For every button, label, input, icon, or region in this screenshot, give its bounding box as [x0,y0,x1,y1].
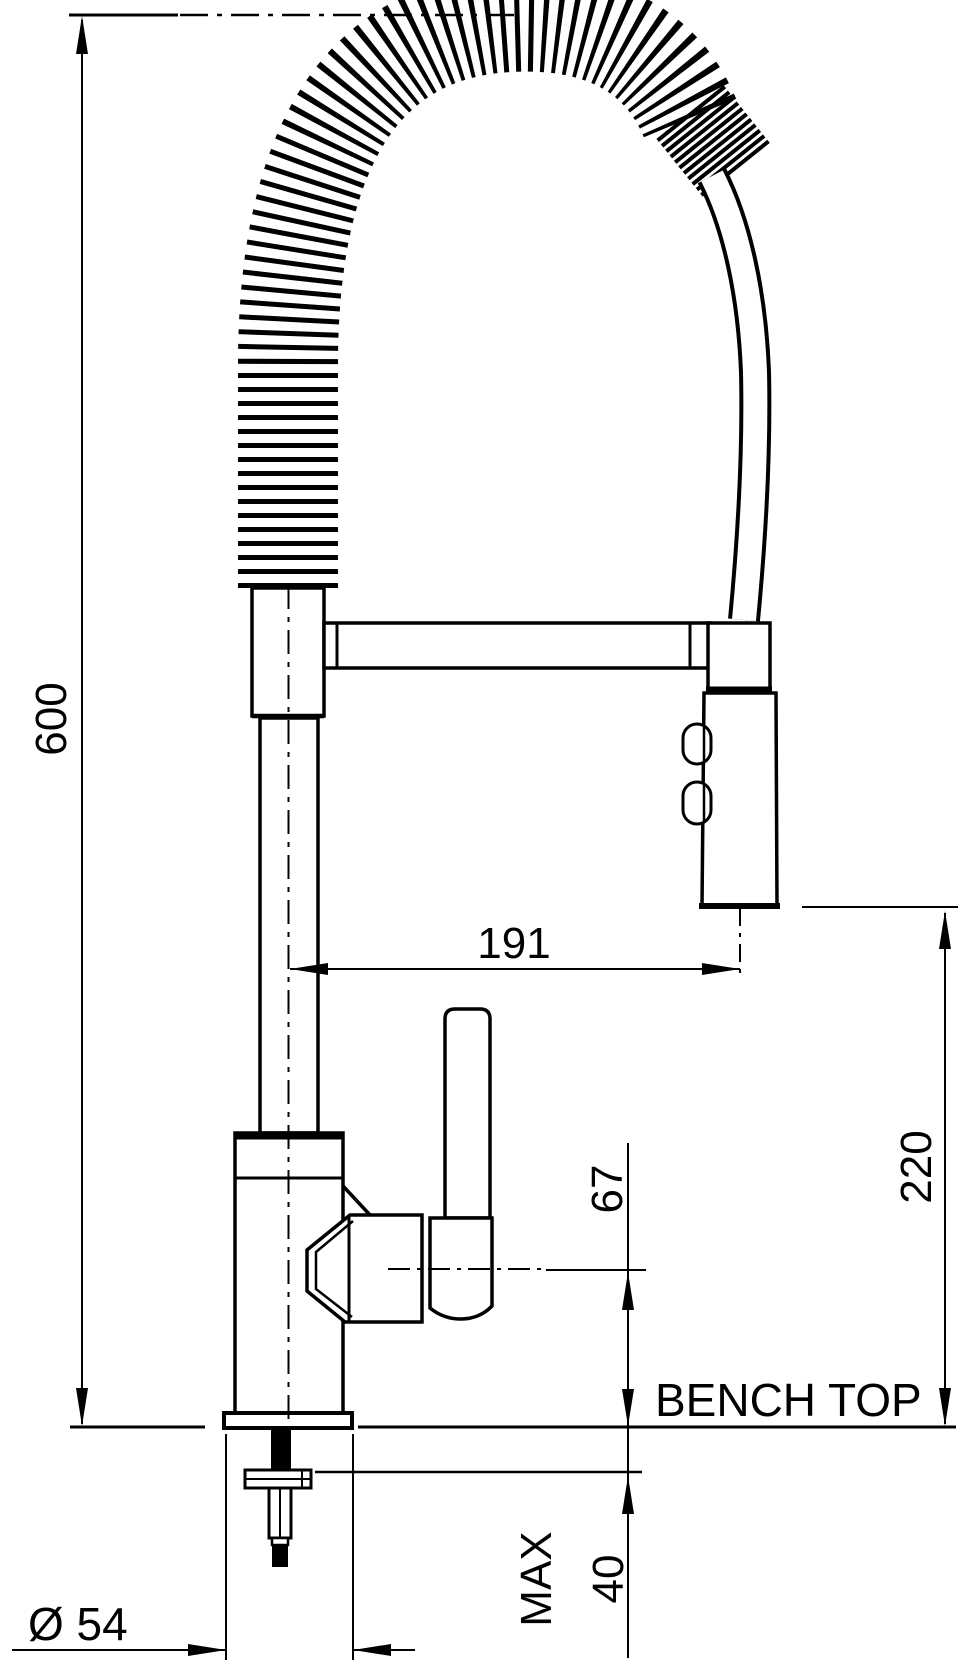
dimension-arrowheads [76,16,951,1656]
faucet-drawing [222,0,780,1567]
dimension-texts: 600 191 220 67 MAX 40 BENCH TOP Ø 54 [27,682,941,1650]
dim-text-220: 220 [892,1130,941,1203]
dim-text-40: 40 [584,1555,633,1604]
dim-text-67: 67 [583,1165,632,1214]
arrow-67-top [622,1272,634,1310]
valve-chamfer [341,1184,372,1217]
spring-coil [238,0,737,588]
arrow-54-right [353,1644,391,1656]
bench-lines [70,1425,956,1474]
centerlines [69,13,741,1428]
aerator-cone-inner [314,1220,354,1318]
arrow-191-left [290,963,328,975]
spray-head-connector [706,621,772,694]
arrow-220-bottom [939,1388,951,1426]
dim-text-191: 191 [477,919,550,968]
spray-button-bottom [681,780,713,826]
dim-text-diameter-54: Ø 54 [28,1598,128,1650]
supply-tube-step [270,1536,290,1547]
spray-button-top [681,722,713,766]
arrow-40-up [622,1476,634,1514]
support-arm [322,621,712,670]
valve-body [305,1213,424,1324]
arrow-600-bottom [76,1388,88,1426]
dim-text-600: 600 [27,682,76,755]
arrow-67-bottom [622,1389,634,1426]
spray-head-body [700,691,779,909]
arrow-191-right [702,963,740,975]
handle-lever-stick [443,1007,492,1220]
arrow-220-top [939,911,951,949]
spring-coil-end-winding [656,85,772,199]
label-bench-top: BENCH TOP [655,1374,922,1426]
dimension-lines [12,20,958,1660]
arrow-600-top [76,16,88,54]
threaded-shank [271,1428,291,1470]
supply-tube-tip [272,1545,288,1567]
flexible-hose-fill [701,170,768,622]
label-max: MAX [512,1531,561,1626]
arrow-54-left [188,1644,226,1656]
